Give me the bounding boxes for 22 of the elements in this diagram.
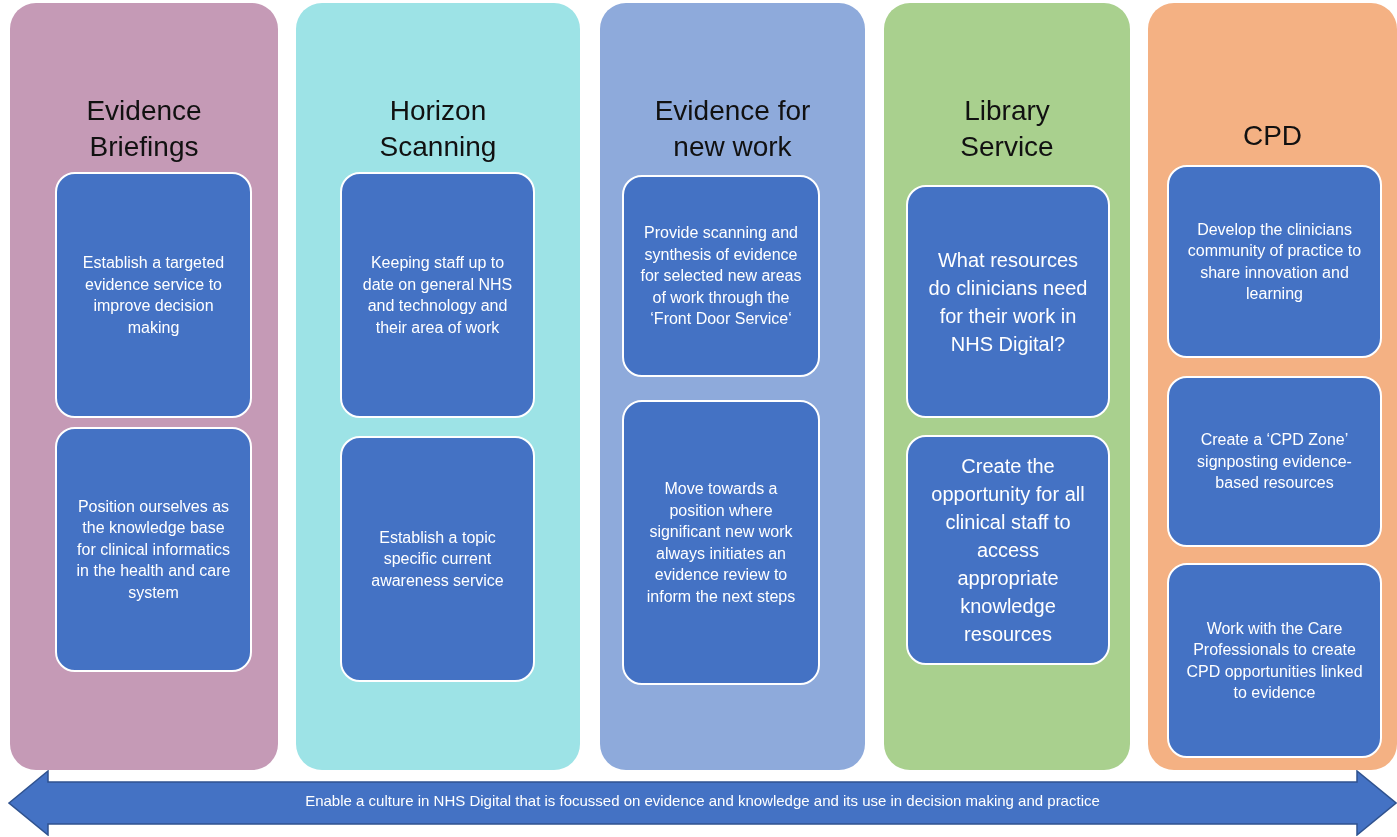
column-panel [600, 3, 865, 770]
info-card: Create the opportunity for all clinical staff to access appropriate knowledge resources [906, 435, 1110, 665]
info-card: Establish a targeted evidence service to improve decision making [55, 172, 252, 418]
info-card: Move towards a position where significant new work always initiates an evidence review to inform the next steps [622, 400, 820, 685]
column-panel [884, 3, 1130, 770]
column-panel [1148, 3, 1397, 770]
column-heading: Evidence Briefings [85, 94, 203, 164]
banner-text: Enable a culture in NHS Digital that is focussed on evidence and knowledge and its use in decision making and practice [304, 792, 1101, 809]
info-card: Provide scanning and synthesis of evidence for selected new areas of work through the ‘Front Door Service‘ [622, 175, 820, 377]
column-heading: Library Service [959, 94, 1055, 164]
column-heading: Evidence for new work [653, 94, 812, 164]
info-card: Develop the clinicians community of practice to share innovation and learning [1167, 165, 1382, 358]
info-card: Establish a topic specific current awareness service [340, 436, 535, 682]
column-panel [296, 3, 580, 770]
info-card: Position ourselves as the knowledge base for clinical informatics in the health and care system [55, 427, 252, 672]
info-card: Work with the Care Professionals to create CPD opportunities linked to evidence [1167, 563, 1382, 758]
info-card: Keeping staff up to date on general NHS and technology and their area of work [340, 172, 535, 418]
column-heading: CPD [1241, 119, 1304, 153]
column-panel [10, 3, 278, 770]
column-heading: Horizon Scanning [378, 94, 498, 164]
info-card: What resources do clinicians need for their work in NHS Digital? [906, 185, 1110, 418]
info-card: Create a ‘CPD Zone’ signposting evidence-based resources [1167, 376, 1382, 547]
